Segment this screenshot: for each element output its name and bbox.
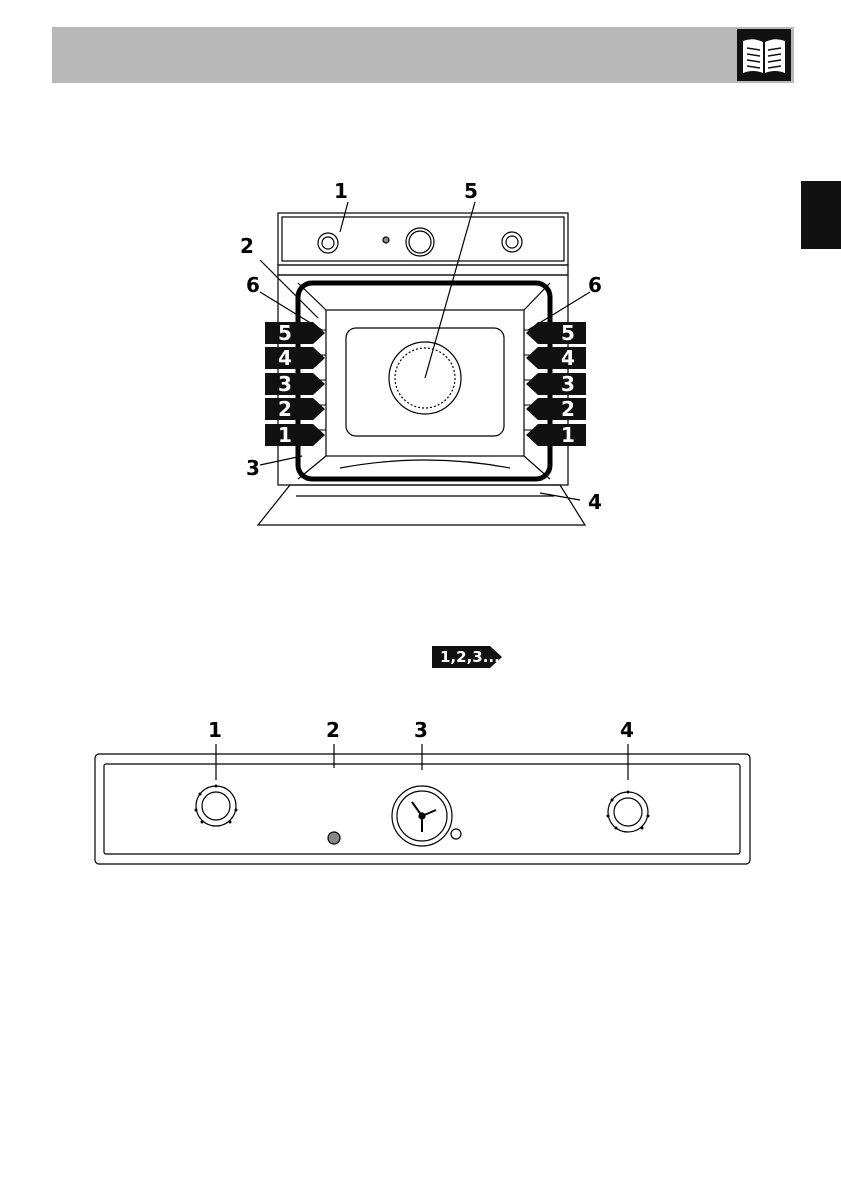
sequence-badge: 1,2,3... [432,646,504,668]
shelf-level-right: 1 [520,424,586,446]
oven-callout-5: 5 [464,181,478,201]
shelf-level-left: 1 [265,424,331,446]
shelf-level-left: 3 [265,373,331,395]
control-panel-diagram [90,716,755,868]
shelf-level-left: 2 [265,398,331,420]
shelf-level-left: 5 [265,322,331,344]
oven-callout-6-left: 6 [246,275,260,295]
book-icon [737,29,791,81]
shelf-level-right: 5 [520,322,586,344]
shelf-level-right: 3 [520,373,586,395]
shelf-level-left: 4 [265,347,331,369]
oven-callout-3: 3 [246,458,260,478]
header-bar [52,27,794,83]
oven-callout-6-right: 6 [588,275,602,295]
shelf-level-right: 4 [520,347,586,369]
shelf-level-right: 2 [520,398,586,420]
section-tab [801,181,841,249]
oven-callout-4: 4 [588,492,602,512]
oven-callout-2: 2 [240,236,254,256]
oven-callout-1: 1 [334,181,348,201]
